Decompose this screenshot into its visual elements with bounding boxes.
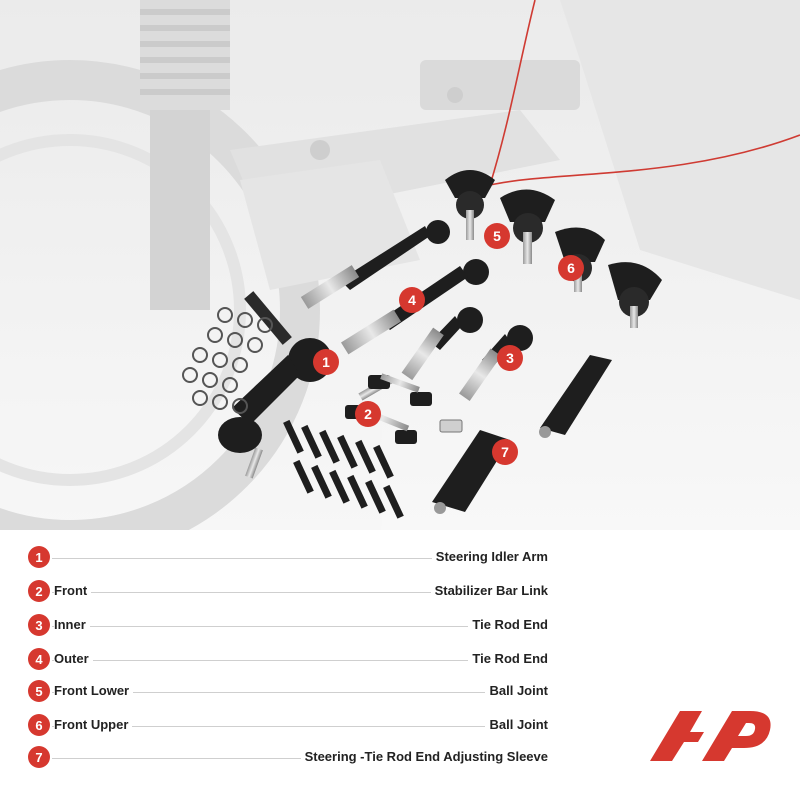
hardware-nuts-washers (182, 307, 273, 414)
leader-line (52, 626, 544, 627)
part-lower-ball-joint-1 (445, 170, 495, 240)
callout-number: 4 (408, 292, 416, 308)
legend-right-label: Stabilizer Bar Link (430, 583, 548, 598)
callout-badge-5: 5 (484, 223, 510, 249)
legend-left-label: Front Upper (54, 717, 133, 732)
legend-number-badge: 3 (28, 614, 50, 636)
callout-badge-3: 3 (497, 345, 523, 371)
leader-line (52, 660, 544, 661)
legend-number-badge: 7 (28, 746, 50, 768)
legend-row: 4 Outer Tie Rod End (28, 646, 548, 672)
legend-right-label: Tie Rod End (468, 651, 548, 666)
part-upper-ball-joint-2 (608, 262, 662, 328)
legend-number-badge: 1 (28, 546, 50, 568)
product-illustration: 1 2 3 4 5 6 7 (0, 0, 800, 530)
legend-number-badge: 6 (28, 714, 50, 736)
part-stabilizer-link-1 (358, 373, 432, 406)
callout-badge-2: 2 (355, 401, 381, 427)
leader-line (52, 758, 544, 759)
callout-badge-6: 6 (558, 255, 584, 281)
legend-number-badge: 5 (28, 680, 50, 702)
leader-line (52, 692, 544, 693)
part-adjusting-sleeve-2 (432, 430, 510, 514)
parts-legend: 1 Steering Idler Arm 2 Front Stabilizer … (0, 540, 800, 780)
part-outer-tie-rod-1 (300, 220, 450, 309)
callout-number: 3 (506, 350, 514, 366)
legend-row: 2 Front Stabilizer Bar Link (28, 578, 548, 604)
callout-number: 6 (567, 260, 575, 276)
brake-line (488, 0, 800, 187)
part-inner-tie-rod-2 (459, 325, 533, 401)
part-lower-ball-joint-2 (500, 189, 555, 264)
callout-number: 2 (364, 406, 372, 422)
legend-left-label: Front Lower (54, 683, 134, 698)
callout-number: 5 (493, 228, 501, 244)
background-suspension (0, 0, 800, 530)
legend-left-label: Outer (54, 651, 93, 666)
callout-badge-1: 1 (313, 349, 339, 375)
callout-number: 1 (322, 354, 330, 370)
legend-left-label: Inner (54, 617, 90, 632)
legend-row: 7 Steering -Tie Rod End Adjusting Sleeve (28, 744, 548, 770)
callout-number: 7 (501, 444, 509, 460)
legend-left-label: Front (54, 583, 92, 598)
callout-badge-7: 7 (492, 439, 518, 465)
legend-right-label: Ball Joint (485, 683, 548, 698)
legend-row: 5 Front Lower Ball Joint (28, 678, 548, 704)
hardware-bolts (283, 419, 404, 519)
part-adjusting-sleeve-1 (539, 355, 612, 438)
leader-line (52, 592, 544, 593)
legend-row: 6 Front Upper Ball Joint (28, 712, 548, 738)
product-scene: 1 2 3 4 5 6 7 (0, 0, 800, 530)
leader-line (52, 558, 544, 559)
legend-right-label: Tie Rod End (468, 617, 548, 632)
legend-right-label: Steering Idler Arm (431, 549, 548, 564)
legend-number-badge: 4 (28, 648, 50, 670)
legend-right-label: Ball Joint (485, 717, 548, 732)
leader-line (52, 726, 544, 727)
a-premium-logo-icon (650, 706, 775, 766)
legend-number-badge: 2 (28, 580, 50, 602)
legend-row: 1 Steering Idler Arm (28, 544, 548, 570)
part-inner-tie-rod-1 (401, 307, 483, 381)
legend-right-label: Steering -Tie Rod End Adjusting Sleeve (300, 749, 548, 764)
legend-row: 3 Inner Tie Rod End (28, 612, 548, 638)
callout-badge-4: 4 (399, 287, 425, 313)
